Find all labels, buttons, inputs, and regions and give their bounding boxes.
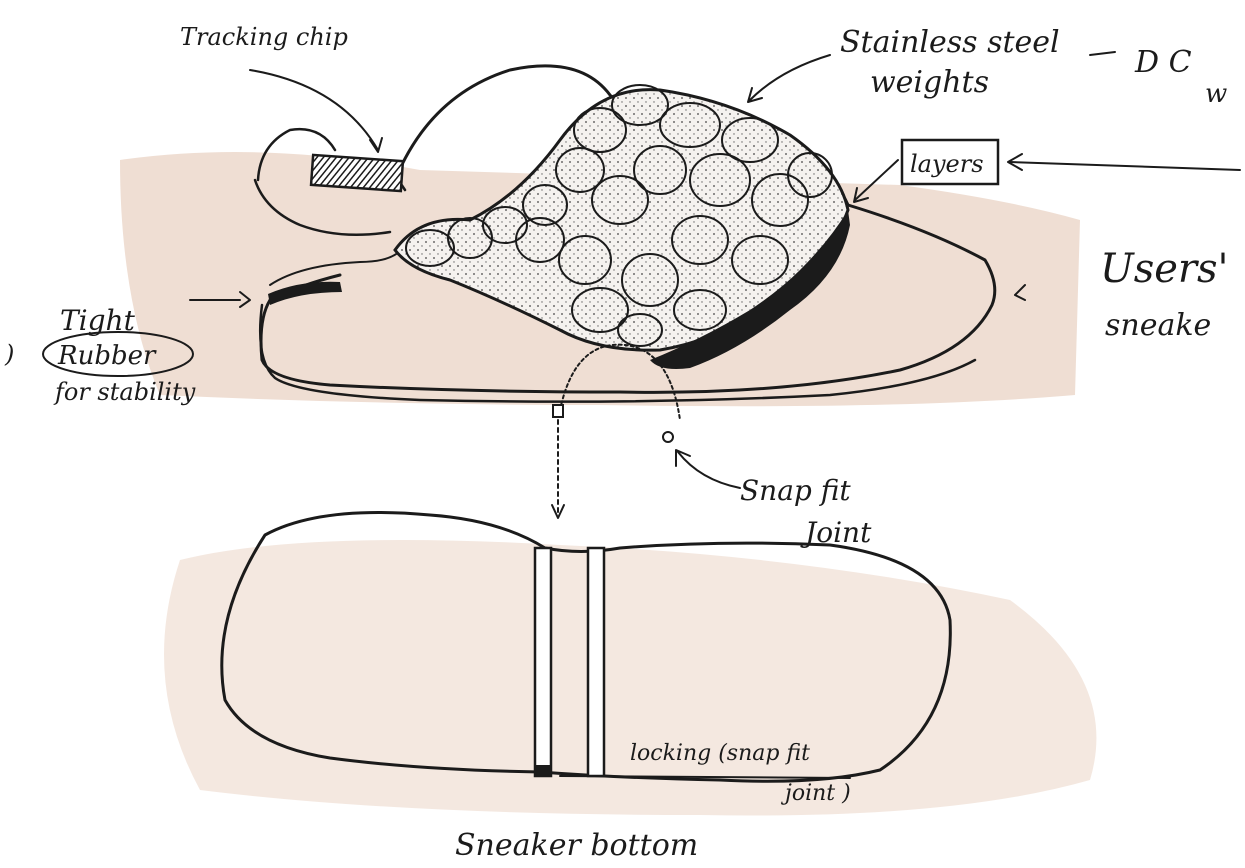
cutoff-label-2: w [1205,79,1227,109]
joint-label: Joint [800,516,872,549]
snap-arrow [678,452,740,488]
cutoff-label-1: D C [1134,45,1192,80]
stainless-steel-label: Stainless steel [840,25,1060,60]
tracking-chip-arrow [250,70,378,150]
locking-joint-label: joint ) [780,781,851,806]
snap-fit-label: Snap fit [740,474,851,507]
weights-arrow [750,55,830,100]
snap-fit-hook [553,405,563,417]
locking-label: locking (snap fit [630,741,810,766]
tight-prefix: ) [4,340,14,368]
users-label: Users' [1100,246,1229,292]
stability-label: for stability [53,378,196,406]
users-arrow [1010,162,1240,170]
tracking-chip [311,155,403,191]
sneaker-label: sneake [1105,308,1211,343]
locking-strap-left [535,548,551,776]
weights-label: weights [870,65,989,100]
bottom-caption: Sneaker bottom [455,828,698,863]
rubber-label: Rubber [57,341,157,371]
snap-fit-pin [663,432,673,442]
layers-label: layers [910,150,984,178]
tracking-chip-label: Tracking chip [180,23,348,51]
locking-strap-right [588,548,604,776]
